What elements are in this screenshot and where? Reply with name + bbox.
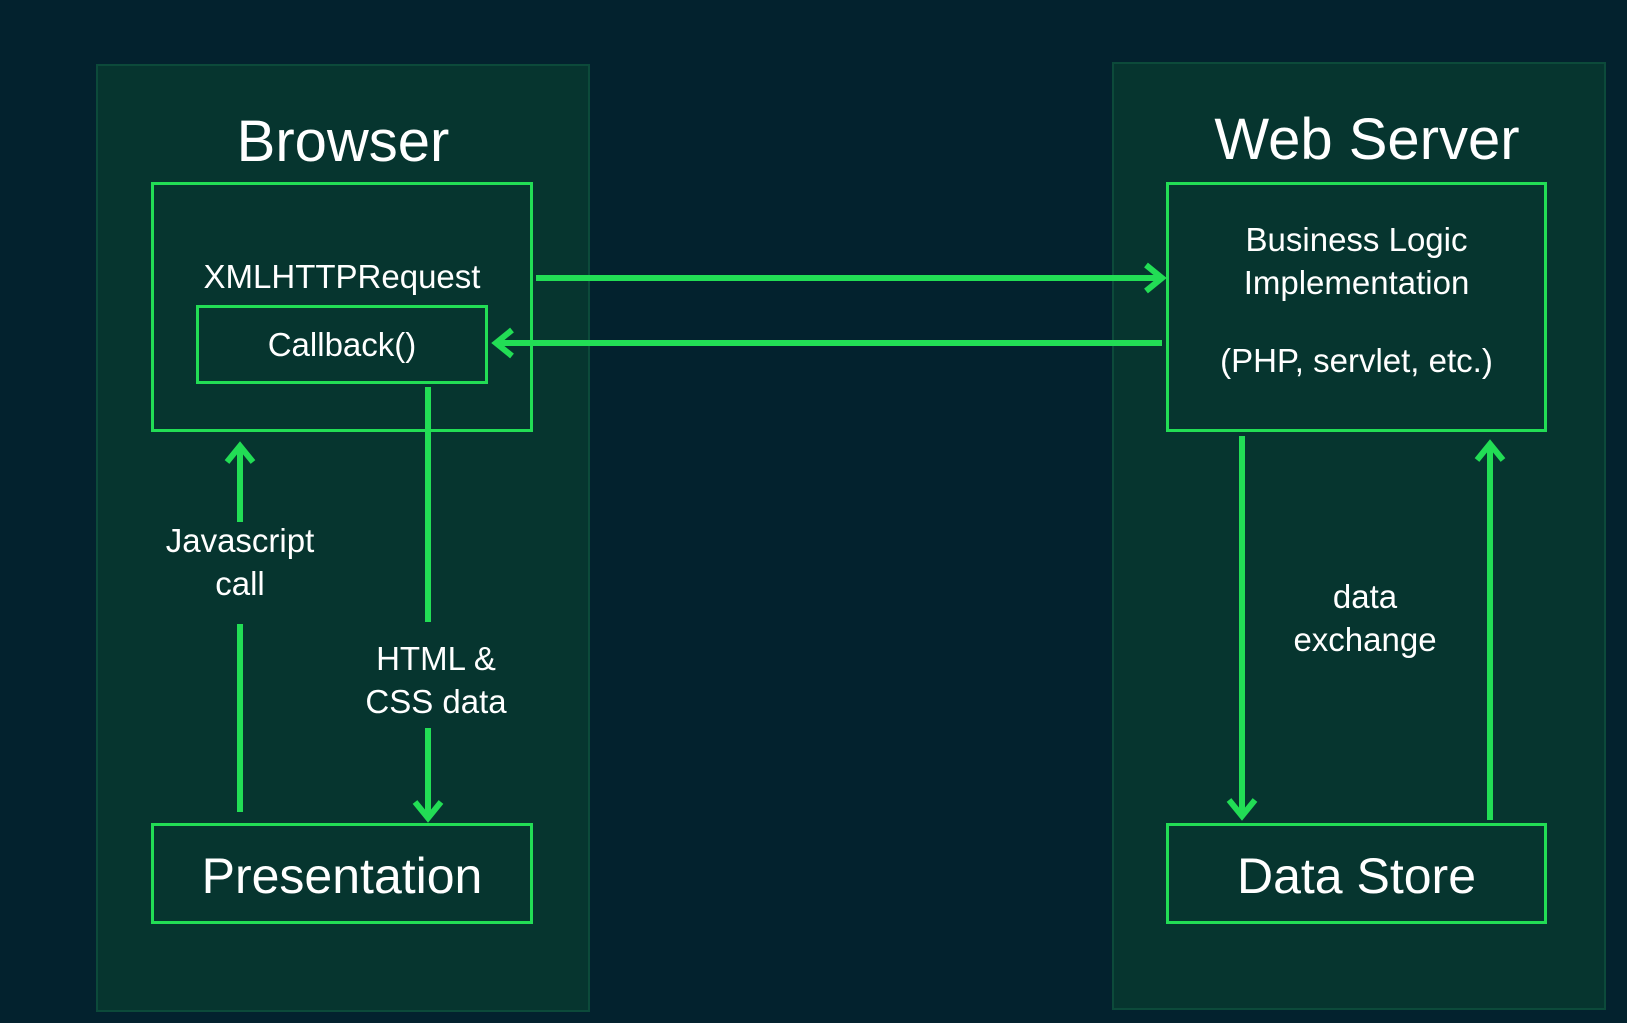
data-exchange-label-line2: exchange <box>1293 621 1437 658</box>
data-exchange-label-line1: data <box>1332 578 1398 615</box>
callback-label: Callback() <box>267 326 417 363</box>
callback-box: Callback() <box>196 305 488 384</box>
js-call-label-line2: call <box>215 565 265 602</box>
presentation-label: Presentation <box>201 848 483 904</box>
web-server-title: Web Server <box>1214 107 1520 172</box>
request-arrow <box>536 262 1167 294</box>
browser-title: Browser <box>236 109 450 174</box>
js-call-label-line1: Javascript <box>165 522 315 559</box>
response-arrow <box>491 327 1162 359</box>
html-css-label-line1: HTML & <box>376 640 496 677</box>
presentation-box: Presentation <box>151 823 533 924</box>
business-logic-box: Business Logic Implementation (PHP, serv… <box>1166 182 1547 432</box>
data-store-label: Data Store <box>1236 848 1476 904</box>
browser-panel: Browser <box>96 64 590 1012</box>
business-logic-line1: Business Logic <box>1245 221 1468 258</box>
business-logic-line2: Implementation <box>1243 264 1470 301</box>
data-store-box: Data Store <box>1166 823 1547 924</box>
web-server-panel: Web Server <box>1112 62 1606 1010</box>
xhr-label: XMLHTTPRequest <box>203 258 481 295</box>
business-logic-line3: (PHP, servlet, etc.) <box>1220 342 1493 379</box>
xhr-box: XMLHTTPRequest <box>151 182 533 432</box>
html-css-label-line2: CSS data <box>365 683 507 720</box>
